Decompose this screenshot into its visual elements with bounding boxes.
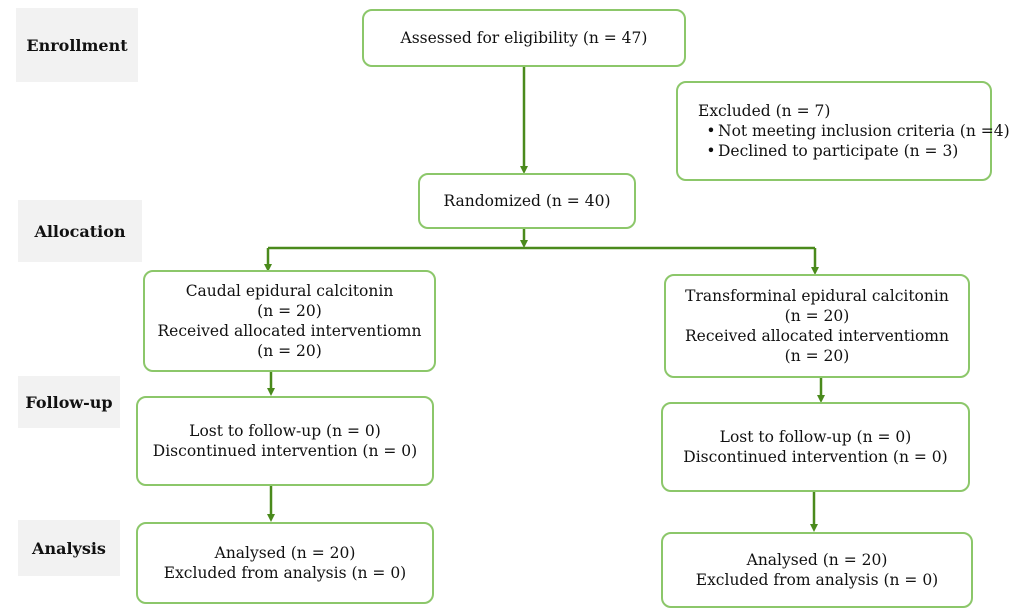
right-followup-line: Discontinued intervention (n = 0) — [683, 448, 948, 466]
right-analysis-line: Analysed (n = 20) — [746, 551, 888, 569]
left-allocation-line: (n = 20) — [257, 342, 322, 360]
left-followup-line: Lost to follow-up (n = 0) — [189, 422, 381, 440]
right-allocation-line: Transforminal epidural calcitonin — [685, 287, 949, 305]
bullet-icon: • — [706, 122, 716, 140]
right-followup-box: Lost to follow-up (n = 0) Discontinued i… — [661, 402, 970, 492]
right-allocation-box: Transforminal epidural calcitonin (n = 2… — [664, 274, 970, 378]
stage-label-followup: Follow-up — [18, 376, 120, 428]
left-analysis-line: Excluded from analysis (n = 0) — [163, 564, 407, 582]
excluded-box: Excluded (n = 7) •Not meeting inclusion … — [676, 81, 1010, 181]
excluded-title: Excluded (n = 7) — [698, 102, 831, 120]
excluded-item: •Declined to participate (n = 3) — [698, 141, 958, 161]
bullet-icon: • — [706, 142, 716, 160]
left-analysis-box: Analysed (n = 20) Excluded from analysis… — [136, 522, 434, 604]
right-allocation-line: (n = 20) — [784, 307, 850, 325]
assessed-text: Assessed for eligibility (n = 47) — [400, 29, 648, 47]
left-analysis-line: Analysed (n = 20) — [214, 544, 356, 562]
excluded-item: •Not meeting inclusion criteria (n =4) — [698, 121, 1009, 141]
left-allocation-line: Received allocated interventiomn — [157, 322, 422, 340]
left-followup-line: Discontinued intervention (n = 0) — [152, 442, 418, 460]
assessed-box: Assessed for eligibility (n = 47) — [362, 9, 686, 67]
right-allocation-line: Received allocated interventiomn — [685, 327, 949, 345]
stage-label-enrollment: Enrollment — [16, 8, 138, 82]
left-allocation-line: Caudal epidural calcitonin — [185, 282, 394, 300]
right-allocation-line: (n = 20) — [784, 347, 850, 365]
stage-label-analysis: Analysis — [18, 520, 120, 576]
right-followup-line: Lost to follow-up (n = 0) — [719, 428, 912, 446]
left-allocation-box: Caudal epidural calcitonin (n = 20) Rece… — [143, 270, 436, 372]
right-analysis-line: Excluded from analysis (n = 0) — [695, 571, 939, 589]
randomized-text: Randomized (n = 40) — [443, 192, 611, 210]
right-analysis-box: Analysed (n = 20) Excluded from analysis… — [661, 532, 973, 608]
left-allocation-line: (n = 20) — [257, 302, 322, 320]
stage-label-allocation: Allocation — [18, 200, 142, 262]
left-followup-box: Lost to follow-up (n = 0) Discontinued i… — [136, 396, 434, 486]
randomized-box: Randomized (n = 40) — [418, 173, 636, 229]
